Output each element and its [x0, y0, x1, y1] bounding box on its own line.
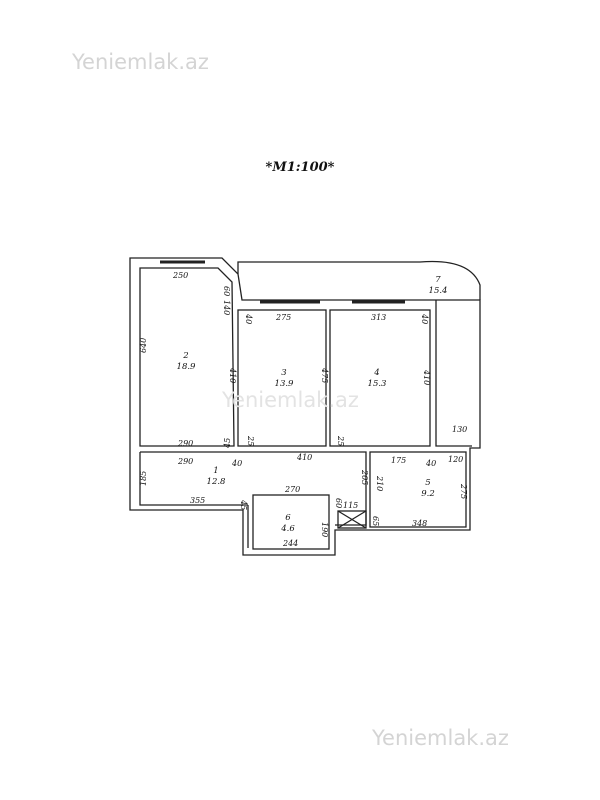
- room-7-area: 15.4: [429, 286, 448, 296]
- room-3-number: 3: [281, 368, 286, 378]
- dim-r3-right: 475: [320, 367, 329, 383]
- room-4-walls: [329, 309, 431, 447]
- dim-r3-top: 275: [275, 313, 291, 322]
- room-2-walls: [139, 267, 235, 447]
- dim-r2-diag: 60: [222, 286, 231, 296]
- watermark-top: Yeniemlak.az: [72, 50, 209, 74]
- dim-r3-left-top: 40: [244, 313, 253, 324]
- dim-r6-right: 60: [334, 498, 343, 508]
- dim-r1-height: 185: [139, 471, 148, 486]
- dim-r6-bottom: 244: [282, 539, 298, 548]
- dim-r1-stub: 45: [239, 499, 248, 510]
- room-3-area: 13.9: [275, 379, 295, 389]
- dim-shaft: 115: [343, 501, 358, 510]
- dim-r2-side: 140: [222, 300, 231, 315]
- dim-corridor: 410: [296, 453, 312, 462]
- scale-label: *M1:100*: [265, 160, 335, 175]
- room-5-walls: [369, 451, 467, 528]
- room-5-area: 9.2: [421, 489, 435, 499]
- dim-r5-top-right: 120: [448, 455, 463, 464]
- room-1-number: 1: [213, 466, 218, 476]
- shaft: [337, 510, 367, 529]
- dim-r4-right-top: 40: [420, 313, 429, 324]
- watermark-bottom: Yeniemlak.az: [372, 726, 509, 750]
- dim-r6-top: 270: [284, 485, 300, 494]
- dim-r2-height: 640: [139, 338, 148, 353]
- dim-r5-right: 275: [459, 483, 468, 499]
- watermark-middle: Yeniemlak.az: [222, 388, 359, 412]
- shaft-cross: [337, 510, 367, 529]
- dim-r5-top: 175: [391, 456, 406, 465]
- room-2-number: 2: [182, 351, 188, 361]
- dim-r1-top-right: 40: [231, 459, 242, 468]
- outer-wall: [129, 257, 481, 556]
- room-1-walls: [139, 451, 367, 548]
- dim-r5-bottom: 348: [412, 519, 427, 528]
- dim-r2-stub: 45: [223, 438, 232, 449]
- dim-r5-top-mid: 40: [425, 459, 436, 468]
- dim-r4-top: 313: [371, 313, 386, 322]
- dim-r4-bottom-left: 25: [336, 435, 345, 446]
- dim-r4-right: 410: [422, 369, 431, 385]
- room-5-number: 5: [425, 478, 430, 488]
- dim-r3-left: 410: [228, 367, 237, 383]
- balcony-walls: [237, 260, 481, 447]
- room-2-area: 18.9: [177, 362, 197, 372]
- dim-r1-bottom: 355: [190, 496, 205, 505]
- dim-r5-left-b: 210: [375, 475, 384, 491]
- dim-r6-inner: 190: [320, 522, 329, 537]
- dim-r1-top: 290: [177, 457, 193, 466]
- room-6-number: 6: [285, 513, 291, 523]
- room-1-area: 12.8: [207, 477, 227, 487]
- dim-r5-left-a: 205: [360, 469, 369, 485]
- dim-r5-bottom-left: 65: [371, 516, 380, 526]
- room-4-number: 4: [373, 368, 379, 378]
- room-6-area: 4.6: [280, 524, 295, 534]
- room-3-walls: [237, 309, 327, 447]
- room-4-area: 15.3: [368, 379, 387, 389]
- dim-r3-bottom-left: 25: [246, 435, 255, 446]
- dim-balcony-right: 130: [452, 425, 467, 434]
- walls: [129, 257, 481, 556]
- room-7-number: 7: [435, 275, 441, 285]
- room-6-walls: [252, 494, 330, 550]
- dim-r2-top: 250: [172, 271, 188, 280]
- dim-r2-bottom: 290: [177, 439, 193, 448]
- windows: [160, 260, 405, 304]
